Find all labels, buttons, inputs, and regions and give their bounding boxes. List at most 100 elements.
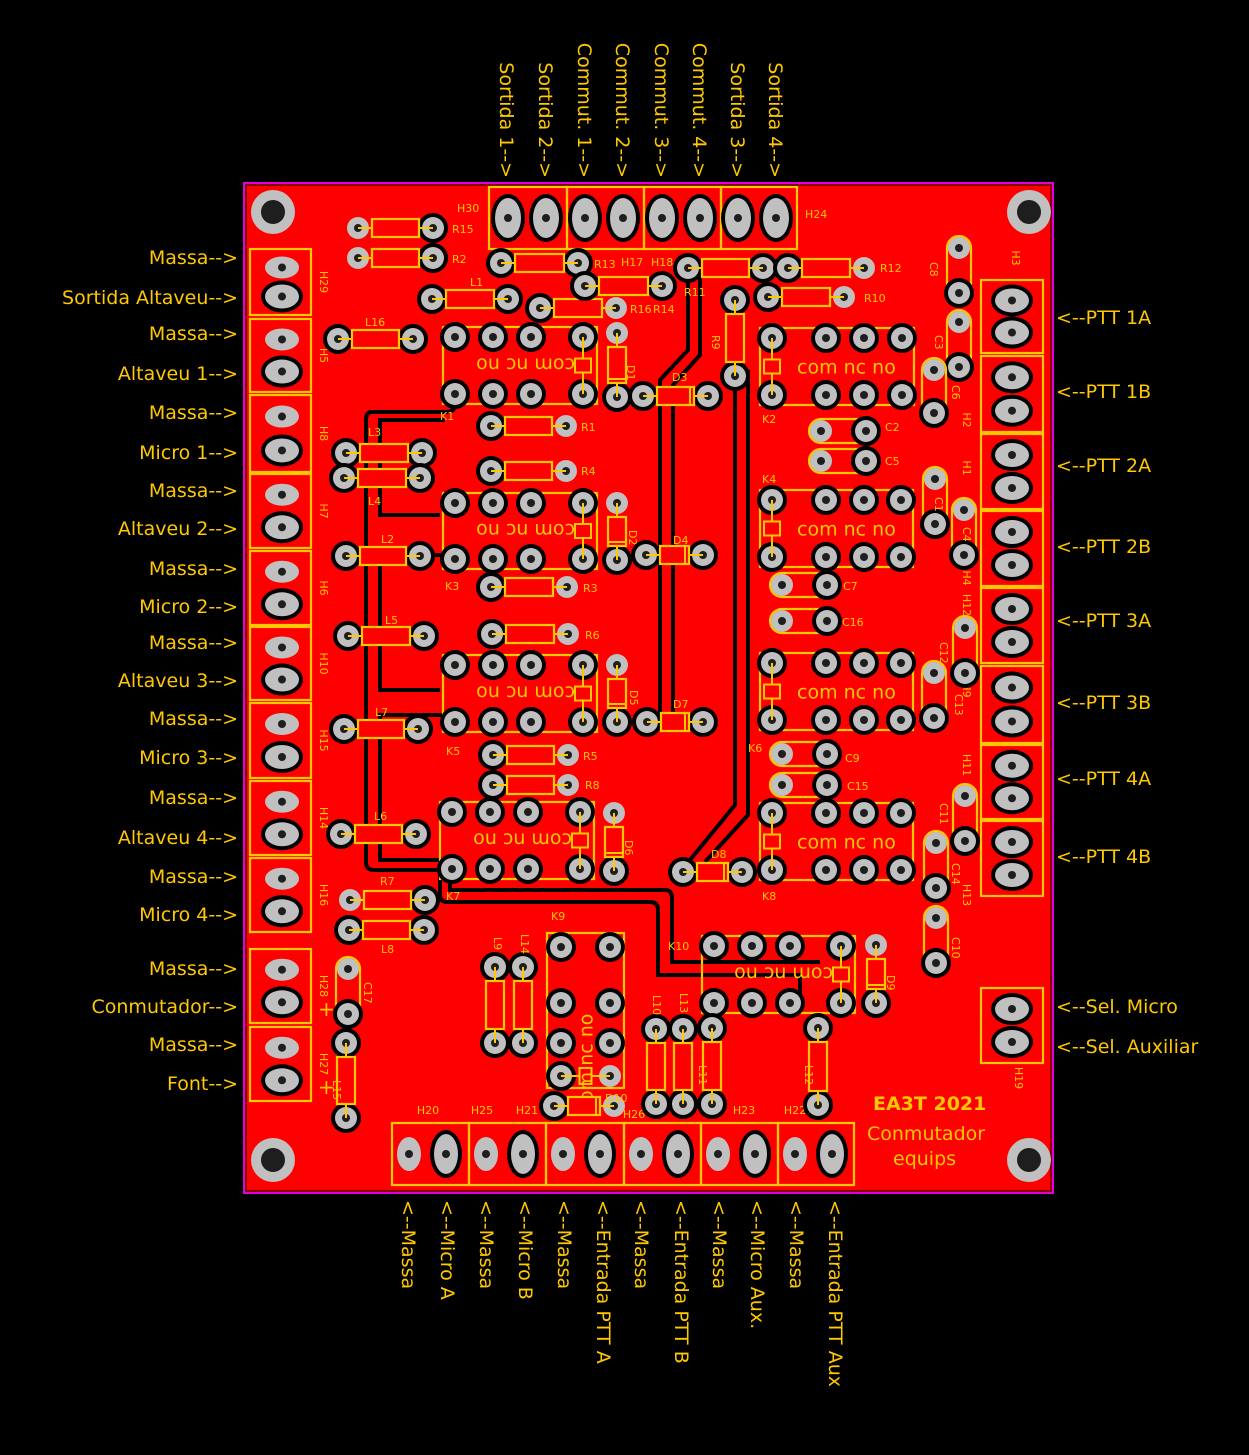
pad-icon (991, 993, 1033, 1025)
capacitor-ref: C11 (937, 803, 950, 825)
via-pad-icon (398, 324, 428, 354)
pad-icon (397, 1137, 421, 1171)
diode-d3: D3 (628, 371, 723, 411)
inductor-ref: L4 (368, 495, 381, 508)
capacitor-ref: C5 (885, 455, 900, 468)
via-pad-icon (849, 798, 879, 828)
connector-ref-h3: H3 (1009, 250, 1022, 265)
relay-pin-labels: com nc no (797, 832, 896, 854)
connector-ref-h30: H30 (457, 202, 479, 215)
relay-pin-labels: com nc no (576, 1014, 598, 1113)
via-pad-icon (516, 650, 546, 680)
bottom-label: <--Entrada PTT Aux (824, 1200, 846, 1387)
pad-icon (261, 355, 303, 388)
via-pad-icon (887, 380, 917, 410)
resistor-ref: R12 (880, 262, 902, 275)
diode-ref: D7 (673, 698, 688, 711)
via-pad-icon (478, 650, 508, 680)
capacitor-ref: C14 (949, 863, 962, 885)
capacitor-c5: C5 (807, 446, 900, 476)
relay-ref-k9: K9 (551, 910, 565, 923)
top-label: Commut. 2--> (611, 43, 633, 178)
pad-icon (991, 593, 1033, 625)
resistor-ref: R9 (709, 335, 722, 350)
inductor-ref: L3 (368, 426, 381, 439)
left-label: Conmutador--> (92, 996, 239, 1018)
via-pad-icon (516, 707, 546, 737)
pad-icon (261, 663, 303, 696)
via-pad-icon (849, 380, 879, 410)
via-pad-icon (949, 540, 979, 570)
via-pad-icon (478, 322, 508, 352)
capacitor-ref: C6 (949, 385, 962, 400)
diode-ref: D3 (672, 371, 687, 384)
via-pad-icon (595, 988, 625, 1018)
pad-icon (491, 194, 525, 242)
left-label: Altaveu 1--> (118, 363, 238, 385)
capacitor-c16: C16 (768, 606, 864, 636)
via-pad-icon (811, 485, 841, 515)
pad-icon (474, 1137, 498, 1171)
left-label: Altaveu 3--> (118, 670, 238, 692)
diode-ref: D10 (605, 1092, 627, 1105)
via-pad-icon (886, 705, 916, 735)
right-label: <--PTT 1A (1056, 307, 1151, 329)
via-pad-icon (546, 932, 576, 962)
left-label: Massa--> (149, 558, 238, 580)
capacitor-ref: C16 (842, 616, 864, 629)
traces (364, 268, 820, 995)
right-label: <--PTT 2A (1056, 455, 1151, 477)
via-pad-icon (886, 855, 916, 885)
pad-icon (991, 1026, 1033, 1058)
resistor-ref: R10 (864, 292, 886, 305)
via-pad-icon (923, 662, 945, 684)
via-pad-icon (849, 323, 879, 353)
right-label: <--Sel. Auxiliar (1056, 1036, 1199, 1058)
pad-icon (529, 194, 563, 242)
bottom-label: <--Massa (397, 1200, 419, 1289)
connector-ref-h19: H19 (1012, 1067, 1025, 1089)
pad-icon (261, 588, 303, 621)
connector-ref-h8: H8 (317, 426, 330, 441)
connector-ref-h5: H5 (317, 348, 330, 363)
pad-icon (759, 194, 793, 242)
resistor-r2: R2 (347, 243, 467, 273)
inductor-l1: L1 (417, 276, 523, 314)
top-label: Sortida 1--> (495, 62, 517, 178)
via-pad-icon (771, 743, 793, 765)
diode-d8: D8 (668, 848, 757, 887)
pad-icon (265, 1036, 299, 1059)
via-pad-icon (925, 907, 947, 929)
pad-icon (265, 867, 299, 890)
polarity-plus-h28: + (318, 997, 335, 1021)
resistor-ref: R13 (594, 258, 616, 271)
left-label: Micro 3--> (139, 747, 238, 769)
relay-ref-k4: K4 (762, 473, 776, 486)
board-subtitle-line2: equips (893, 1148, 956, 1170)
pad-icon (265, 560, 299, 583)
capacitor-ref: C9 (845, 752, 860, 765)
via-pad-icon (811, 648, 841, 678)
relay-pin-labels: com nc no (476, 354, 575, 376)
connector-ref-h21: H21 (516, 1104, 538, 1117)
connector-ref-h23: H23 (733, 1104, 755, 1117)
capacitors: C8C3C6C2C5C1C4C7C16C12C13C9C15C11C14C10C… (333, 234, 980, 1029)
pad-icon (991, 826, 1033, 858)
inductor-ref: L1 (470, 276, 483, 289)
resistor-ref: R14 (653, 303, 675, 316)
via-pad-icon (948, 237, 970, 259)
relay-pin-labels: com nc no (476, 682, 575, 704)
capacitor-c8: C8 (927, 234, 974, 308)
connector-ref-h11: H11 (960, 754, 973, 776)
bottom-label: <--Massa (785, 1200, 807, 1289)
resistor-r5: R5 (478, 740, 598, 770)
via-pad-icon (948, 311, 970, 333)
board-subtitle-line1: Conmutador (867, 1123, 985, 1145)
via-pad-icon (699, 931, 729, 961)
inductor-l9: L9 (480, 937, 510, 1058)
right-label: <--PTT 3B (1056, 692, 1151, 714)
resistor-ref: R2 (452, 253, 467, 266)
